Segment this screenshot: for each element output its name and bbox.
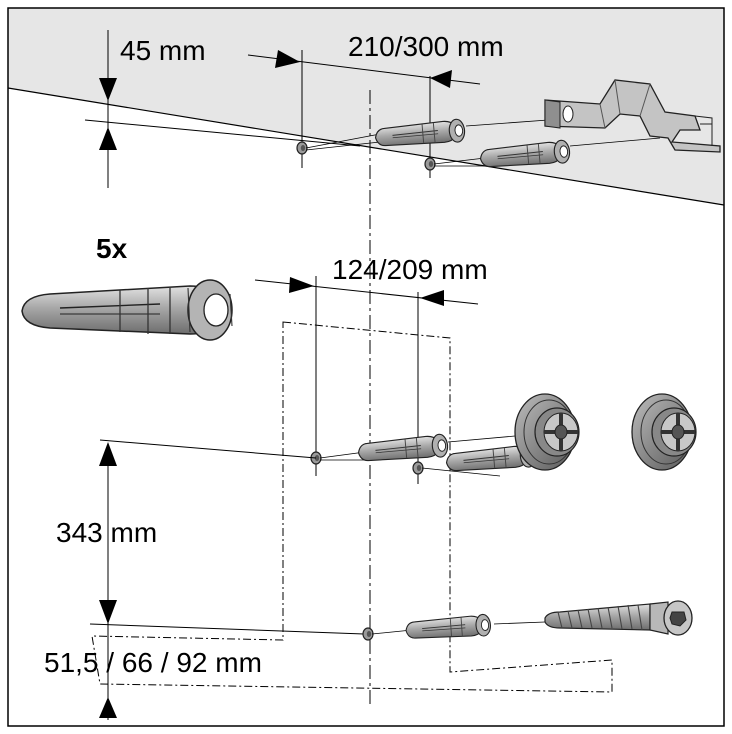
wall-plug-icon [356, 433, 450, 465]
label-quantity: 5x [96, 233, 128, 264]
arrow-up-343 [99, 442, 117, 466]
hole-reference-line-top [84, 119, 361, 147]
drill-hole-icon [362, 627, 374, 641]
drill-hole-icon [424, 157, 436, 171]
wall-plug-large-icon [21, 279, 233, 341]
appliance-outline [91, 321, 613, 693]
adjustable-foot-icon [513, 392, 581, 472]
hole-reference-line-mid [99, 439, 317, 459]
arrow-down-45 [99, 78, 117, 101]
arrow-124-209-right [420, 290, 444, 306]
wall-edge-line [7, 87, 725, 206]
arrow-210-300-right [430, 70, 452, 88]
arrow-down-343 [99, 600, 117, 624]
diagram-frame [7, 7, 725, 727]
wall-plug-icon [404, 613, 492, 642]
arrow-124-209-left [289, 277, 314, 293]
drill-hole-icon [296, 141, 308, 155]
label-mid-spacing: 124/209 mm [332, 254, 488, 285]
adjustable-foot-icon [630, 392, 698, 472]
arrow-up-45 [99, 127, 117, 150]
arrow-210-300-left [275, 50, 300, 68]
label-vertical-spacing: 343 mm [56, 517, 157, 548]
drill-hole-icon [412, 461, 424, 475]
screw-icon [544, 600, 693, 636]
label-top-spacing: 210/300 mm [348, 31, 504, 62]
arrow-up-bottom [99, 697, 117, 718]
hole-reference-line-bottom [89, 623, 365, 635]
mounting-bracket-icon [544, 79, 721, 153]
label-bottom-options: 51,5 / 66 / 92 mm [44, 647, 262, 678]
label-top-gap: 45 mm [120, 35, 206, 66]
